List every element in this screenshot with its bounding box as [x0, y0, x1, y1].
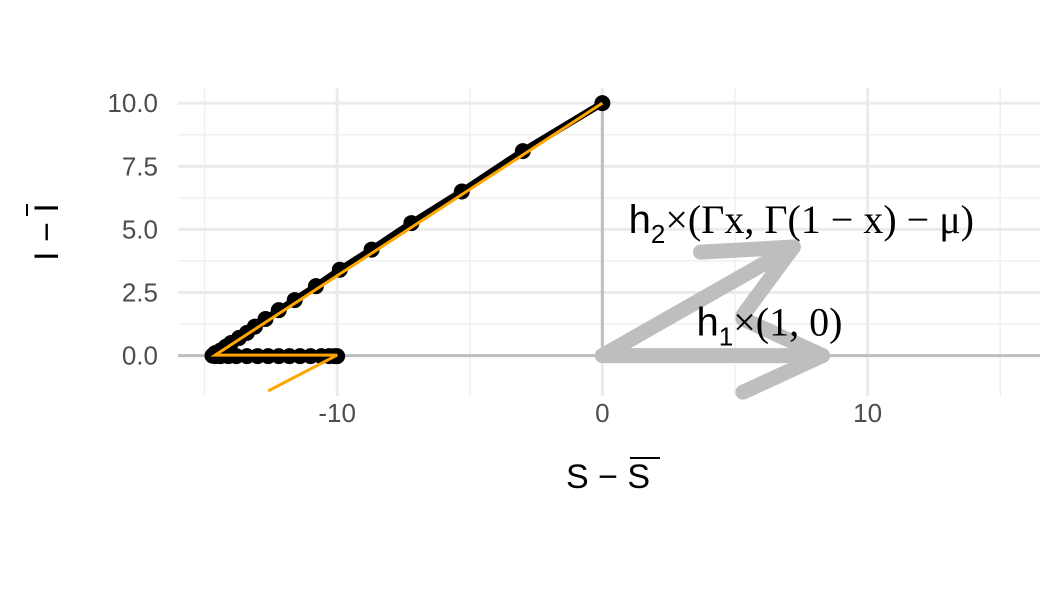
x-axis-title: S − S [566, 458, 650, 496]
trajectory-point [270, 302, 287, 319]
trajectory-point [403, 215, 420, 232]
y-axis-title: I − I [28, 203, 66, 261]
trajectory-point [363, 241, 380, 258]
y-tick-label: 0.0 [122, 341, 158, 371]
arrow-head-2 [693, 239, 801, 323]
orange-line [210, 101, 604, 393]
y-tick-labels: 0.0 2.5 5.0 7.5 10.0 [107, 88, 158, 370]
annotation-1: h1×(1, 0) [697, 299, 843, 351]
x-tick-labels: -10 0 10 [318, 398, 882, 428]
trajectory-point [331, 261, 348, 278]
minor-gridlines [178, 88, 1040, 396]
x-tick-label: -10 [318, 398, 356, 428]
x-tick-label: 10 [853, 398, 882, 428]
trajectory-point [286, 292, 303, 309]
arrows [594, 239, 831, 400]
annotations: h1×(1, 0) h2×(Γx, Γ(1 − x) − μ) [629, 197, 974, 351]
y-tick-label: 5.0 [122, 214, 158, 244]
arrow-shaft-2 [594, 239, 801, 364]
y-tick-label: 2.5 [122, 277, 158, 307]
y-tick-label: 7.5 [122, 151, 158, 181]
y-tick-label: 10.0 [107, 88, 158, 118]
arrow-head-1 [735, 311, 831, 400]
x-tick-label: 0 [595, 398, 609, 428]
trajectory-point [307, 278, 324, 295]
orange-polyline [210, 101, 604, 393]
annotation-2: h2×(Γx, Γ(1 − x) − μ) [629, 197, 974, 249]
trajectory-point [514, 143, 531, 160]
